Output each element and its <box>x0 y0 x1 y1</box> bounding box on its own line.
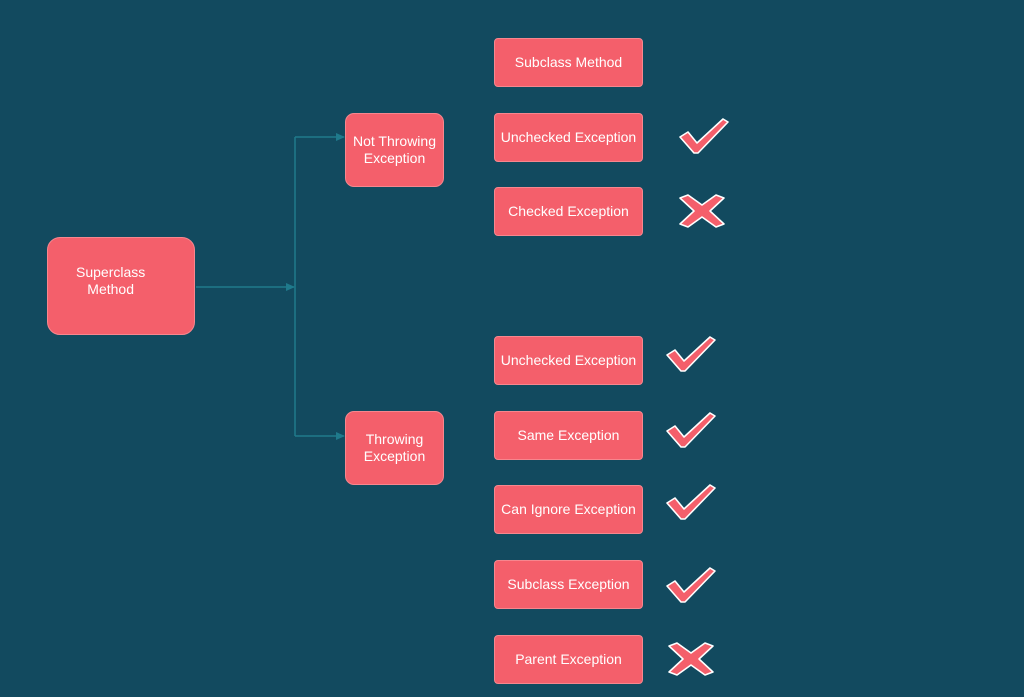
unchecked-exception-node-1: Unchecked Exception <box>494 113 643 162</box>
check-mark-icon <box>666 412 716 448</box>
superclass-method-node: Superclass Method <box>47 237 195 335</box>
throwing-exception-node: Throwing Exception <box>345 411 444 485</box>
subclass-exception-node: Subclass Exception <box>494 560 643 609</box>
checked-exception-node: Checked Exception <box>494 187 643 236</box>
cross-mark-icon <box>668 642 714 676</box>
check-mark-icon <box>679 118 729 154</box>
same-exception-node: Same Exception <box>494 411 643 460</box>
cross-mark-icon <box>679 194 725 228</box>
subclass-method-node: Subclass Method <box>494 38 643 87</box>
check-mark-icon <box>666 484 716 520</box>
unchecked-exception-node-2: Unchecked Exception <box>494 336 643 385</box>
check-mark-icon <box>666 567 716 603</box>
can-ignore-exception-node: Can Ignore Exception <box>494 485 643 534</box>
parent-exception-node: Parent Exception <box>494 635 643 684</box>
not-throwing-exception-node: Not Throwing Exception <box>345 113 444 187</box>
check-mark-icon <box>666 336 716 372</box>
